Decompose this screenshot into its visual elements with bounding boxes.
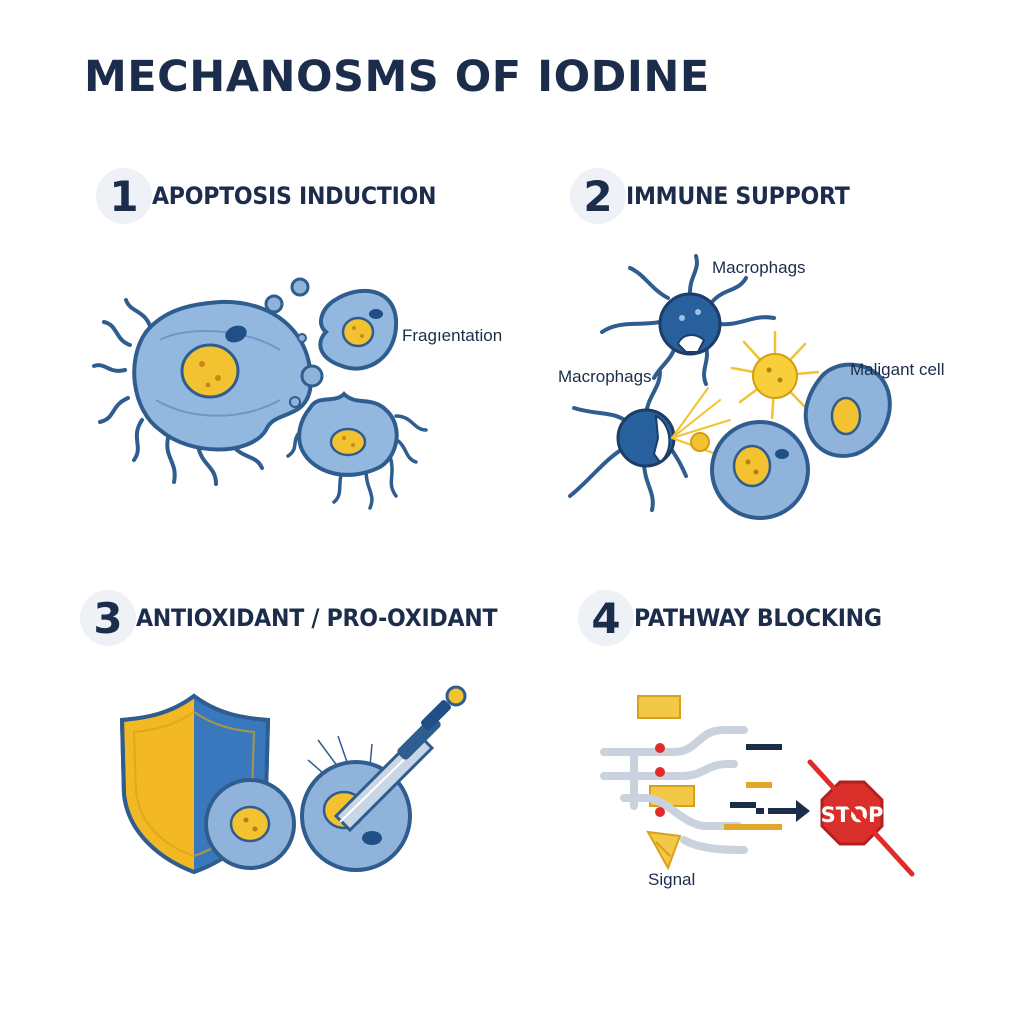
- macrophage-left-icon: [568, 370, 688, 512]
- section-2-header: 2 IMMUNE SUPPORT: [570, 166, 869, 226]
- nucleus: [180, 343, 240, 399]
- section-3-number: 3: [80, 590, 136, 646]
- section-1-number: 1: [96, 168, 152, 224]
- macrophage-top-icon: [600, 254, 776, 386]
- antioxidant-illustration: [119, 685, 467, 875]
- section-1-header: 1 APOPTOSIS INDUCTION: [96, 166, 461, 226]
- section-4-title: PATHWAY BLOCKING: [634, 604, 882, 632]
- signal-label: Signal: [648, 870, 696, 889]
- sword-icon: [333, 685, 467, 833]
- arrow-icon: [756, 800, 810, 822]
- macrophage-left-label: Macrophags: [558, 367, 652, 386]
- page-title: MECHANOSMS OF IODINE: [84, 52, 710, 102]
- fragmentation-label: Fragıentation: [402, 326, 503, 345]
- pathway-blocking-illustration: STOP: [600, 695, 915, 877]
- section-2-title: IMMUNE SUPPORT: [626, 182, 850, 210]
- pathway-box-top: [637, 695, 681, 719]
- stop-sign-icon: STOP: [807, 759, 915, 877]
- section-4-header: 4 PATHWAY BLOCKING: [578, 588, 903, 648]
- signal-icon: [646, 830, 682, 871]
- section-4-number: 4: [578, 590, 634, 646]
- immune-support-illustration: [568, 254, 892, 520]
- section-3-header: 3 ANTIOXIDANT / PRO-OXIDANT: [80, 588, 529, 648]
- section-3-title: ANTIOXIDANT / PRO-OXIDANT: [136, 604, 498, 632]
- macrophage-top-label: Macrophags: [712, 258, 806, 277]
- section-1-title: APOPTOSIS INDUCTION: [152, 182, 437, 210]
- malignant-cell-label: Maligant cell: [850, 360, 945, 379]
- apoptosis-illustration: [92, 277, 428, 510]
- section-2-number: 2: [570, 168, 626, 224]
